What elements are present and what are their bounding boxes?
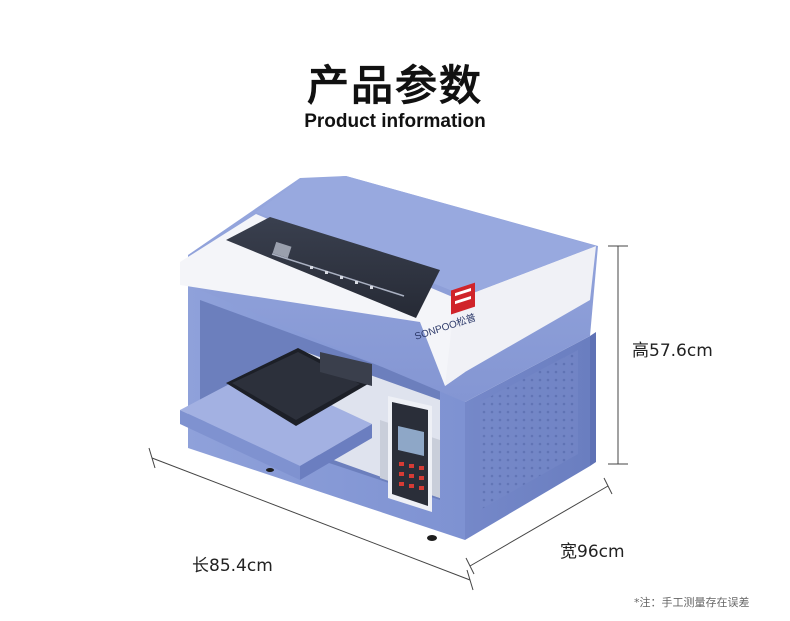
dimension-lines — [148, 245, 628, 591]
length-dimension: 长85.4cm — [192, 556, 273, 576]
print-tray — [180, 370, 372, 466]
width-dimension: 宽96cm — [560, 542, 625, 562]
carriage-rail — [271, 253, 405, 297]
height-dimension: 高57.6cm — [632, 341, 713, 361]
lcd-screen — [398, 426, 424, 456]
measurement-note: *注：手工测量存在误差 — [634, 596, 750, 609]
lid-trim — [180, 214, 465, 386]
panel-buttons[interactable] — [399, 462, 424, 490]
page-title: 产品参数 — [306, 61, 483, 110]
vent-grille — [480, 350, 578, 510]
lid-window — [226, 217, 440, 318]
page-subtitle: Product information — [304, 111, 486, 132]
